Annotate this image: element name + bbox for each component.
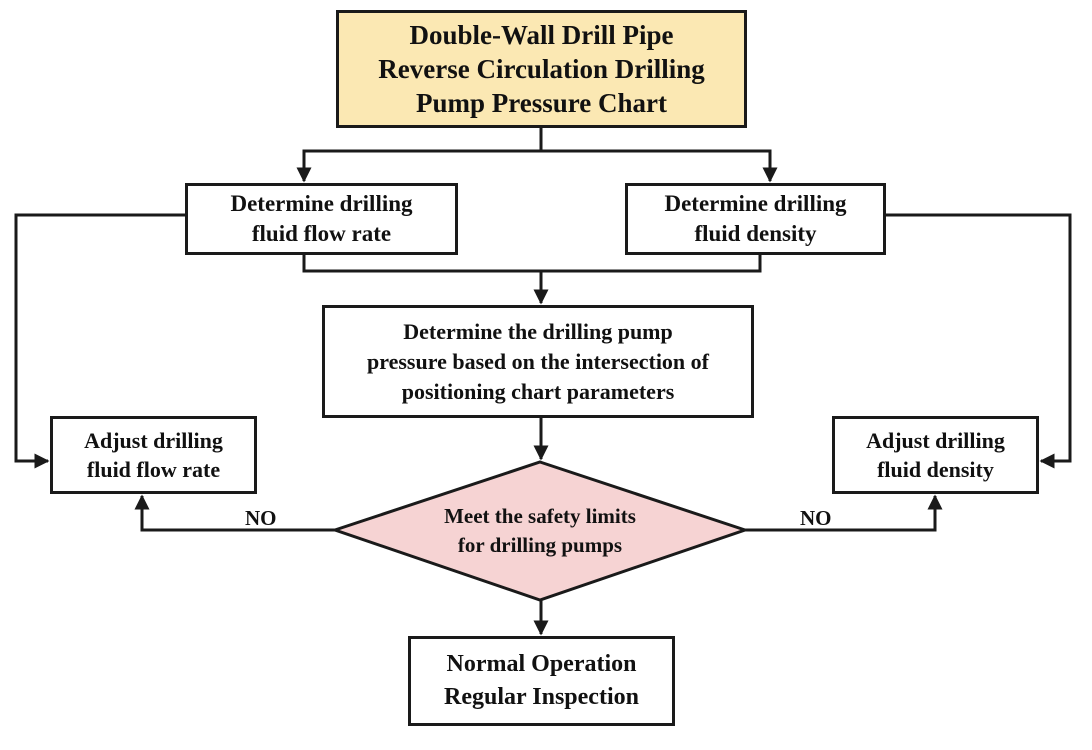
density-box: Determine drilling fluid density bbox=[625, 183, 886, 255]
normal-line-2: Regular Inspection bbox=[444, 684, 639, 710]
no-label-left: NO bbox=[245, 506, 277, 530]
title-line-2: Reverse Circulation Drilling bbox=[378, 54, 705, 84]
density-line-2: fluid density bbox=[694, 221, 817, 246]
arrow-title-to-flow-rate bbox=[296, 128, 543, 183]
flow-rate-line-1: Determine drilling bbox=[230, 191, 413, 216]
decision-line-2: for drilling pumps bbox=[457, 533, 623, 557]
flow-rate-line-2: fluid flow rate bbox=[251, 221, 392, 246]
no-label-right: NO bbox=[800, 506, 832, 530]
adjust-density-line-2: fluid density bbox=[877, 457, 994, 482]
normal-line-1: Normal Operation bbox=[446, 651, 637, 677]
flow-rate-box: Determine drilling fluid flow rate bbox=[185, 183, 458, 255]
line-flow-rate-merge bbox=[302, 255, 762, 273]
adjust-flow-line-2: fluid flow rate bbox=[86, 457, 221, 482]
arrow-density-to-adjust-density bbox=[886, 213, 1072, 469]
decision-text: Meet the safety limits for drilling pump… bbox=[395, 498, 685, 564]
normal-operation-box: Normal Operation Regular Inspection bbox=[408, 636, 675, 726]
title-line-3: Pump Pressure Chart bbox=[416, 88, 667, 118]
pump-pressure-line-1: Determine the drilling pump bbox=[403, 318, 673, 344]
adjust-flow-rate-box: Adjust drilling fluid flow rate bbox=[50, 416, 257, 494]
adjust-density-line-1: Adjust drilling bbox=[866, 428, 1005, 453]
pump-pressure-box: Determine the drilling pump pressure bas… bbox=[322, 305, 754, 418]
pump-pressure-line-2: pressure based on the intersection of bbox=[366, 348, 709, 374]
title-box: Double-Wall Drill Pipe Reverse Circulati… bbox=[336, 10, 747, 128]
arrow-decision-no-to-adjust-density bbox=[745, 494, 943, 532]
density-line-1: Determine drilling bbox=[664, 191, 847, 216]
arrow-title-to-density bbox=[541, 149, 778, 183]
arrow-flow-rate-to-adjust-flow bbox=[14, 213, 185, 469]
adjust-flow-line-1: Adjust drilling bbox=[84, 428, 223, 453]
pump-pressure-line-3: positioning chart parameters bbox=[401, 378, 675, 404]
decision-line-1: Meet the safety limits bbox=[444, 504, 636, 528]
adjust-density-box: Adjust drilling fluid density bbox=[832, 416, 1039, 494]
title-line-1: Double-Wall Drill Pipe bbox=[409, 20, 674, 50]
arrow-decision-no-to-adjust-flow bbox=[134, 494, 335, 532]
